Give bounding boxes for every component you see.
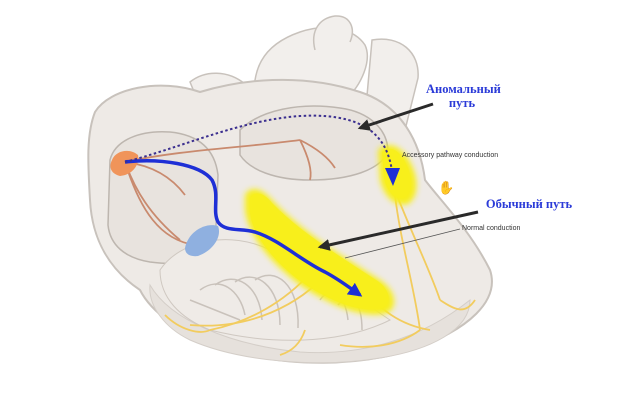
normal-conduction-label: Normal conduction <box>462 225 520 232</box>
left-atrium <box>240 106 388 180</box>
abnormal-pathway-label: Аномальный путь <box>426 82 498 110</box>
accessory-pathway-conduction-label: Accessory pathway conduction <box>402 152 498 159</box>
hand-cursor-icon: ✋ <box>438 180 454 196</box>
normal-pathway-label: Обычный путь <box>470 197 588 211</box>
